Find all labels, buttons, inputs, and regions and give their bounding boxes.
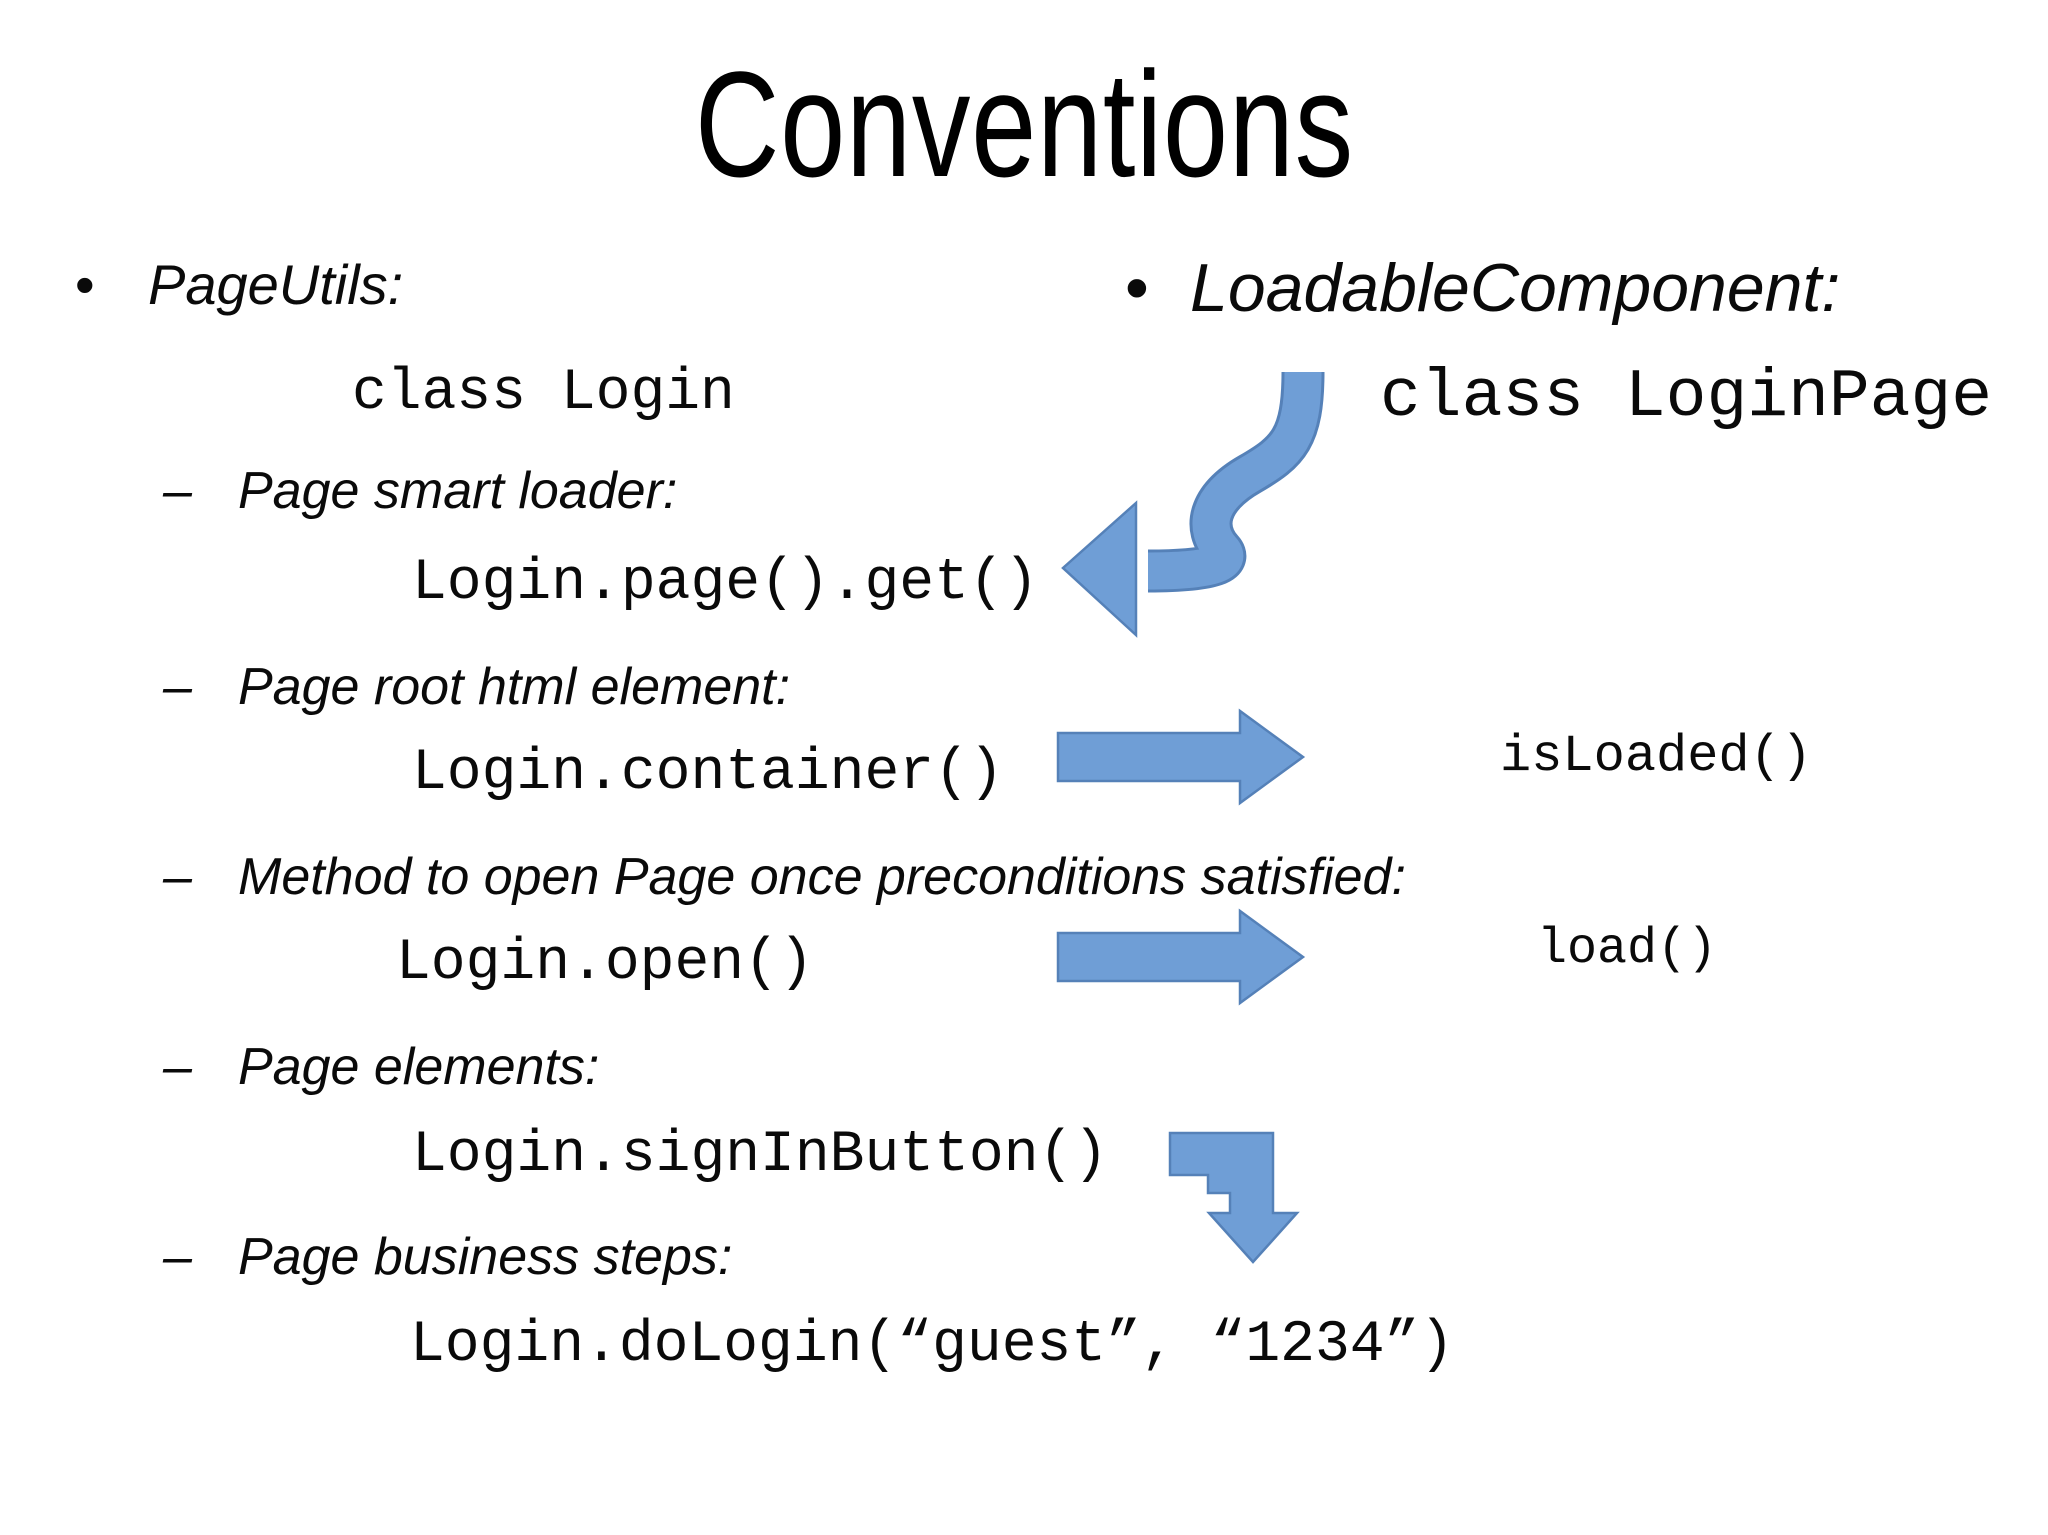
right-method-isloaded: isLoaded(): [1500, 727, 1813, 786]
right-method-load: load(): [1537, 921, 1718, 978]
dash-marker: –: [163, 848, 192, 906]
list-item-label: Page smart loader:: [238, 462, 678, 520]
list-item-code: Login.signInButton(): [412, 1123, 1109, 1188]
list-item-code: Login.container(): [412, 741, 1004, 806]
list-item-code: Login.open(): [396, 931, 814, 996]
s-curve-arrow-icon: [1061, 371, 1325, 638]
list-item-code: Login.page().get(): [412, 551, 1039, 616]
list-item-label: Page root html element:: [238, 658, 791, 716]
list-item-label: Page business steps:: [238, 1228, 733, 1286]
right-arrow-shape: [1056, 908, 1306, 1006]
left-heading-bullet-icon: •: [75, 253, 95, 316]
dash-marker: –: [163, 658, 192, 716]
right-heading: LoadableComponent:: [1190, 250, 1841, 326]
right-arrow-shape: [1056, 708, 1306, 806]
list-item-label: Method to open Page once preconditions s…: [238, 848, 1406, 906]
s-curve-arrow-band: [1147, 371, 1322, 590]
right-class-code: class LoginPage: [1380, 359, 1993, 436]
right-heading-bullet-icon: •: [1125, 250, 1149, 326]
dash-marker: –: [163, 1038, 192, 1096]
dash-marker: –: [163, 1228, 192, 1286]
page-title: Conventions: [694, 40, 1354, 208]
list-item-label: Page elements:: [238, 1038, 600, 1096]
dash-marker: –: [163, 462, 192, 520]
bent-down-arrow-icon: [1168, 1131, 1300, 1264]
title-row: Conventions: [0, 38, 2048, 211]
left-heading: PageUtils:: [148, 253, 404, 316]
right-arrow-icon: [1056, 708, 1306, 806]
list-item-code: Login.doLogin(“guest”, “1234”): [410, 1313, 1455, 1378]
right-arrow-icon: [1056, 908, 1306, 1006]
s-curve-arrowhead: [1061, 500, 1138, 638]
left-class-code: class Login: [352, 361, 735, 426]
bent-down-arrow-shape: [1168, 1131, 1300, 1264]
